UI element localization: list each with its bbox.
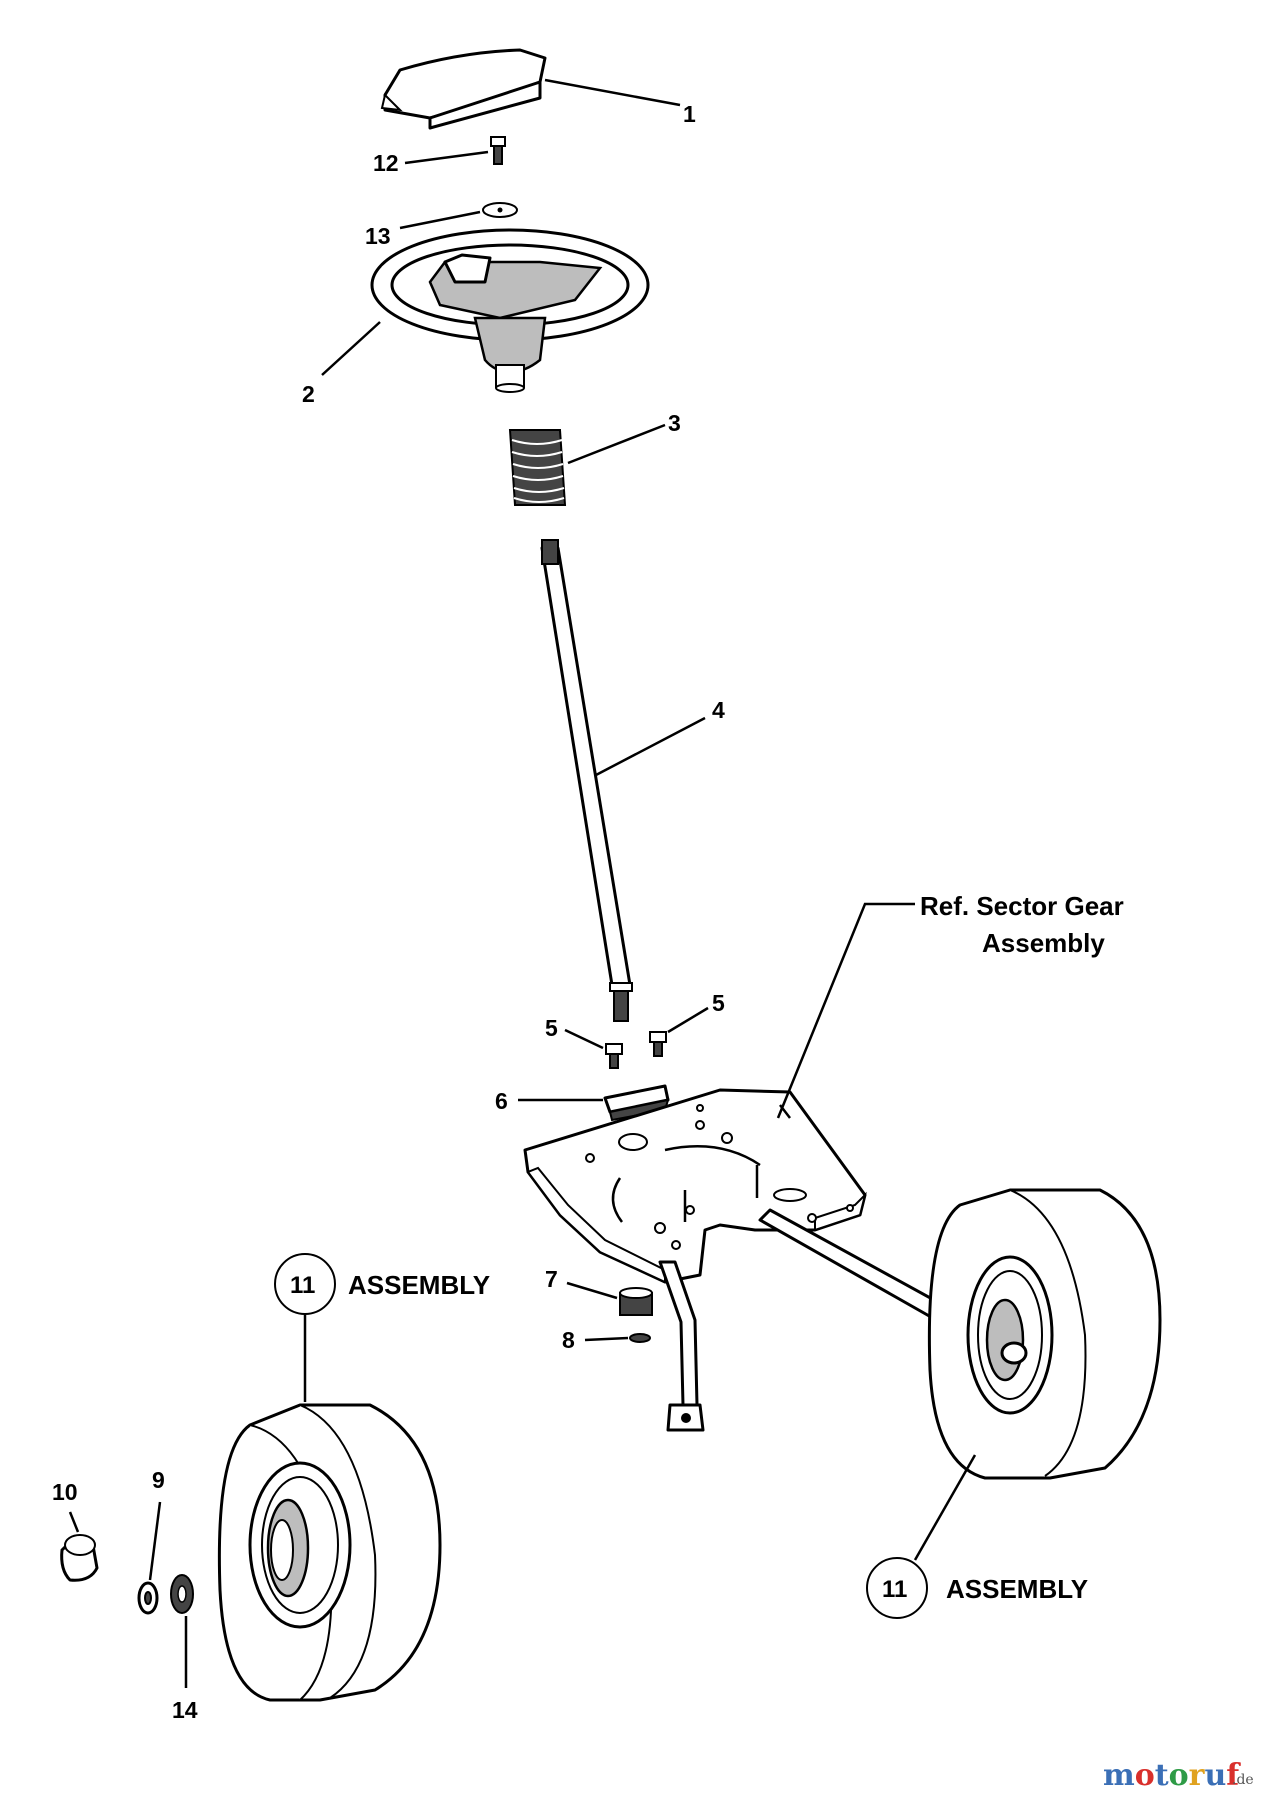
callout-5-left: 5 xyxy=(545,1015,558,1041)
leader-2 xyxy=(321,321,381,376)
watermark-suffix: .de xyxy=(1232,1772,1254,1788)
spring-bellows-part xyxy=(508,429,567,506)
watermark-letter: u xyxy=(1204,1758,1226,1793)
watermark-letter: f xyxy=(1226,1758,1241,1793)
reference-line-1: Ref. Sector Gear xyxy=(920,891,1124,921)
right-wheel-part xyxy=(927,1188,1162,1480)
svg-text:motoruf: motoruf xyxy=(1103,1758,1241,1793)
watermark-letter: t xyxy=(1155,1758,1169,1793)
leader-8 xyxy=(584,1336,629,1342)
bracket-6-part xyxy=(603,1084,670,1122)
clip-8-part xyxy=(629,1333,651,1343)
hub-cap-10-part xyxy=(60,1534,99,1582)
left-wheel-part xyxy=(217,1403,442,1702)
callout-12: 12 xyxy=(373,150,399,176)
callout-4: 4 xyxy=(712,697,725,723)
bolt-5-right-part xyxy=(649,1031,667,1057)
reference-leader xyxy=(776,902,915,1119)
assembly-right-number: 11 xyxy=(882,1576,907,1603)
bushing-7-part xyxy=(619,1287,653,1316)
watermark-logo: motoruf .de xyxy=(1103,1758,1254,1793)
callout-5-right: 5 xyxy=(712,990,725,1016)
callout-1: 1 xyxy=(683,101,696,127)
leader-9 xyxy=(148,1501,162,1581)
leader-3 xyxy=(567,423,666,465)
leader-5-left xyxy=(564,1028,604,1050)
reference-line-2: Assembly xyxy=(982,928,1105,958)
callout-14: 14 xyxy=(172,1697,198,1723)
washer-13-part xyxy=(482,202,518,218)
leader-7 xyxy=(566,1281,618,1300)
callout-8: 8 xyxy=(562,1327,575,1353)
leader-4 xyxy=(595,716,706,777)
leader-10 xyxy=(68,1511,80,1533)
leader-1 xyxy=(544,78,681,107)
watermark-letter: m xyxy=(1103,1758,1135,1793)
watermark-letter: o xyxy=(1135,1758,1155,1793)
callout-10: 10 xyxy=(52,1479,78,1505)
steering-cap-part xyxy=(380,48,547,130)
callout-7: 7 xyxy=(545,1266,558,1292)
bearing-14-part xyxy=(170,1574,194,1614)
screw-12-part xyxy=(490,136,506,165)
steering-shaft-part xyxy=(540,539,633,1022)
assembly-right-label: ASSEMBLY xyxy=(946,1574,1088,1604)
steering-plate-part xyxy=(523,1088,867,1284)
leader-5-right xyxy=(667,1006,709,1034)
bolt-5-left-part xyxy=(605,1043,623,1069)
assembly-left: 11 ASSEMBLY xyxy=(274,1253,490,1402)
assembly-right: 11 ASSEMBLY xyxy=(866,1454,1088,1619)
leader-13 xyxy=(399,210,481,230)
washer-9-part xyxy=(137,1581,159,1615)
drag-link-part xyxy=(658,1260,705,1432)
callout-3: 3 xyxy=(668,410,681,436)
callout-6: 6 xyxy=(495,1088,508,1114)
watermark-letter: r xyxy=(1189,1758,1206,1793)
assembly-left-label: ASSEMBLY xyxy=(348,1270,490,1300)
callout-2: 2 xyxy=(302,381,315,407)
assembly-left-number: 11 xyxy=(290,1272,315,1299)
callout-13: 13 xyxy=(365,223,391,249)
leader-12 xyxy=(404,150,489,165)
steering-wheel-part xyxy=(370,228,650,393)
callout-9: 9 xyxy=(152,1467,165,1493)
watermark-letter: o xyxy=(1169,1758,1189,1793)
